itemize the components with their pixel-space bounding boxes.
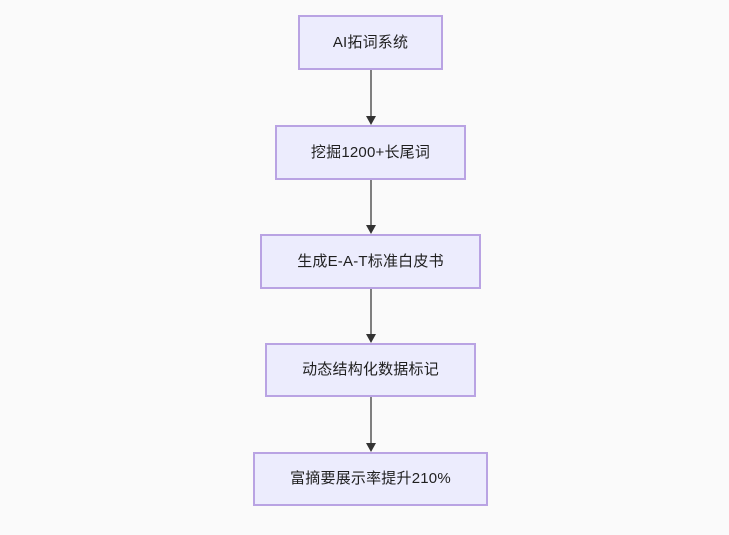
flow-node-label: 富摘要展示率提升210%	[290, 470, 451, 487]
flow-node-label: 动态结构化数据标记	[302, 361, 439, 378]
arrowhead-icon	[366, 225, 376, 234]
edge-node1-to-node2	[365, 70, 377, 125]
flow-node-mine-longtail-keywords[interactable]: 挖掘1200+长尾词	[275, 125, 466, 180]
edge-shaft	[370, 397, 372, 443]
flow-node-label: 挖掘1200+长尾词	[310, 143, 431, 161]
flow-node-label: 生成E-A-T标准白皮书	[297, 252, 444, 270]
edge-node3-to-node4	[365, 289, 377, 343]
flow-node-dynamic-structured-data-markup[interactable]: 动态结构化数据标记	[265, 343, 476, 397]
arrowhead-icon	[366, 116, 376, 125]
edge-shaft	[370, 180, 372, 225]
flow-node-generate-eat-whitepaper[interactable]: 生成E-A-T标准白皮书	[260, 234, 481, 289]
edge-shaft	[370, 70, 372, 116]
flow-node-rich-snippet-impression-lift[interactable]: 富摘要展示率提升210%	[253, 452, 488, 506]
arrowhead-icon	[366, 443, 376, 452]
edge-node2-to-node3	[365, 180, 377, 234]
edge-node4-to-node5	[365, 397, 377, 452]
edge-shaft	[370, 289, 372, 334]
flow-node-ai-keyword-system[interactable]: AI拓词系统	[298, 15, 443, 70]
flow-node-label: AI拓词系统	[332, 33, 409, 51]
arrowhead-icon	[366, 334, 376, 343]
